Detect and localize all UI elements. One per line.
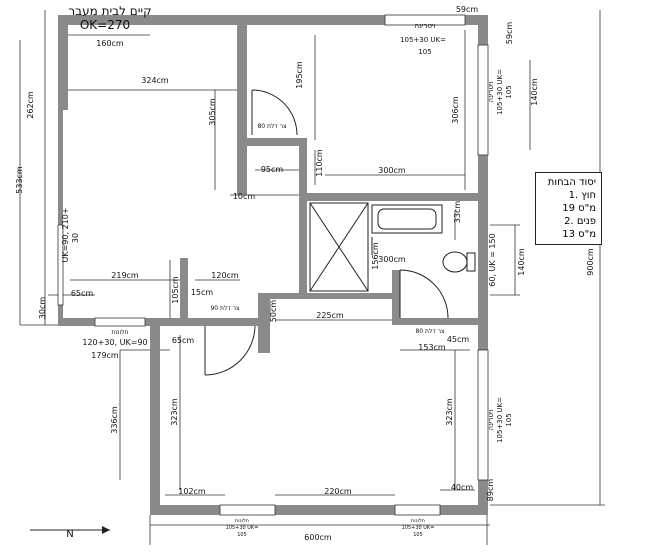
dim-label: 15cm	[191, 288, 214, 297]
window-label: חלונות	[112, 329, 129, 336]
dim-label: 160cm	[96, 39, 124, 48]
dim-label: 305cm	[208, 98, 217, 126]
dim-label: 59cm	[456, 5, 479, 14]
dim-label: 10cm	[233, 192, 256, 201]
window-bottom-left	[219, 504, 276, 516]
dim-label: 156cm	[371, 242, 380, 270]
window-label: חלונות	[235, 518, 249, 524]
dim-label: 40cm	[451, 483, 474, 492]
dim-label: 323cm	[445, 398, 454, 426]
bathroom-fixtures	[309, 202, 476, 292]
dim-label: 65cm	[71, 289, 94, 298]
window-label: 105	[237, 532, 247, 538]
dim-label: 45cm	[447, 335, 470, 344]
window-label: 105	[505, 413, 513, 426]
window-label: 105+30 UK=	[226, 525, 259, 531]
legend-box: יסוד הבחות חוץ .1 מ"ס 19 פנים .2 מ"ס 13	[535, 172, 602, 245]
windows	[57, 14, 489, 516]
dim-label: 533cm	[15, 166, 24, 194]
dim-label: 336cm	[110, 406, 119, 434]
dim-label: 225cm	[316, 311, 344, 320]
dim-label: 323cm	[170, 398, 179, 426]
window-label: ויטרינה	[487, 409, 495, 430]
toilet	[442, 251, 468, 273]
legend-line: מ"ס 13	[562, 229, 596, 240]
dim-label: 95cm	[261, 165, 284, 174]
door-label: 80 צר דלת	[415, 328, 444, 335]
window-label: 105	[505, 85, 513, 98]
door-label: 80 צר דלת	[257, 123, 286, 130]
window-right-lower	[477, 349, 489, 481]
level-label: OK=270	[80, 18, 130, 32]
dim-label: 153cm	[418, 343, 446, 352]
dim-label: 120cm	[211, 271, 239, 280]
dim-label: 600cm	[304, 533, 332, 542]
window-right-upper	[477, 44, 489, 156]
window-bottom-right	[394, 504, 441, 516]
window-label: ויטרינה	[487, 81, 495, 102]
legend-line: חוץ .1	[568, 190, 596, 201]
window-label: חלונות	[411, 518, 425, 524]
dim-label: 59cm	[505, 22, 514, 45]
dim-label: 140cm	[530, 78, 539, 106]
window-label: 105+30 UK=	[400, 36, 446, 44]
north-marker	[30, 526, 110, 534]
north-label: N	[66, 529, 73, 540]
window-label: 60, UK = 150	[488, 233, 497, 286]
dim-label: 195cm	[295, 61, 304, 89]
window-label: 105+30 UK=	[402, 525, 435, 531]
window-label: 105	[413, 532, 423, 538]
dim-label: 900cm	[586, 248, 595, 276]
dim-label: 300cm	[378, 166, 406, 175]
window-label: 105	[418, 48, 431, 56]
dim-label: 220cm	[324, 487, 352, 496]
dim-label: 110cm	[315, 149, 324, 177]
construction-lines	[19, 10, 605, 545]
dim-label: 33cm	[453, 201, 462, 224]
window-left	[57, 224, 64, 306]
window-label: 105+30 UK=	[496, 397, 504, 443]
dim-label: 102cm	[178, 487, 206, 496]
bathtub	[371, 204, 443, 234]
dim-label: 65cm	[172, 336, 195, 345]
plan-title: קיים לבית מעבר	[68, 4, 151, 18]
dim-label: 30cm	[38, 297, 47, 320]
dim-label: 324cm	[141, 76, 169, 85]
dim-label: 300cm	[378, 255, 406, 264]
legend-line: פנים .2	[564, 216, 596, 227]
dim-label: 306cm	[451, 96, 460, 124]
window-label: UK=90, 210+	[61, 207, 70, 262]
window-label: 105+30 UK=	[496, 69, 504, 115]
dim-label: 105cm	[171, 276, 180, 304]
doors	[204, 89, 449, 376]
window-label: ויטרינה	[415, 22, 436, 30]
walls	[58, 15, 488, 515]
window-top	[384, 14, 466, 26]
window-label: 120+30, UK=90	[82, 338, 147, 347]
window-label: 30	[71, 233, 80, 243]
dim-label: 219cm	[111, 271, 139, 280]
window-middle	[94, 317, 146, 327]
dim-label: 89cm	[486, 479, 495, 502]
legend-line: מ"ס 19	[562, 203, 596, 214]
dim-label: 262cm	[26, 91, 35, 119]
shower	[309, 202, 369, 292]
dim-label: 50cm	[269, 300, 278, 323]
legend-title: יסוד הבחות	[547, 177, 596, 188]
dim-label: 179cm	[91, 351, 119, 360]
dim-label: 140cm	[517, 248, 526, 276]
door-label: 90 צר דלת	[210, 305, 239, 312]
